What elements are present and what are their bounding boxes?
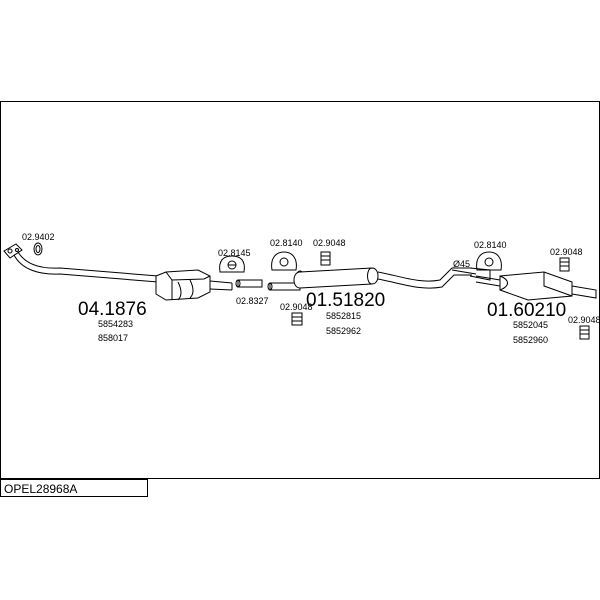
front-flange-icon [3, 243, 23, 259]
bolt-rear-top-icon [559, 257, 570, 272]
gasket-front-code: 02.9402 [22, 232, 55, 242]
middle-silencer-shape [293, 267, 472, 289]
rubber-mid-icon [291, 312, 303, 326]
rubber-mid-code: 02.9048 [280, 302, 313, 312]
hanger-b-code: 02.8140 [270, 238, 303, 248]
bolt-mid-icon [320, 251, 331, 266]
reference-box: OPEL28968A [0, 479, 148, 497]
middle-silencer-oem-1: 5852815 [326, 311, 361, 321]
middle-silencer-oem-2: 5852962 [326, 326, 361, 336]
rear-silencer-oem-1: 5852045 [513, 320, 548, 330]
hanger-c-code: 02.8140 [474, 240, 507, 250]
clamp-a-icon [235, 279, 263, 288]
front-pipe-oem-1: 5854283 [98, 319, 133, 329]
middle-silencer-code: 01.51820 [306, 290, 385, 311]
rear-silencer-code: 01.60210 [487, 300, 566, 321]
rear-silencer-oem-2: 5852960 [513, 335, 548, 345]
bolt-rear-icon [579, 325, 590, 340]
bolt-mid-code: 02.9048 [313, 238, 346, 248]
reference-code: OPEL28968A [4, 482, 78, 496]
hanger-a-code: 02.8145 [218, 248, 251, 258]
gasket-icon [33, 242, 43, 256]
front-pipe-shape [13, 251, 159, 283]
hanger-a-icon [219, 255, 245, 273]
hanger-c-icon [476, 251, 502, 271]
hanger-b-icon [271, 251, 297, 271]
front-pipe-code: 04.1876 [78, 299, 147, 320]
catalytic-converter-shape [155, 269, 233, 301]
bolt-rear-top-code: 02.9048 [550, 247, 583, 257]
rear-inlet-pipe-shape [469, 267, 501, 287]
front-pipe-oem-2: 858017 [98, 333, 128, 343]
rear-silencer-shape [499, 271, 597, 301]
clamp-a-code: 02.8327 [236, 296, 269, 306]
diameter-marker-icon [451, 269, 477, 275]
bolt-rear-code: 02.9048 [568, 315, 600, 325]
pipe-diameter-label: Ø45 [453, 259, 470, 269]
